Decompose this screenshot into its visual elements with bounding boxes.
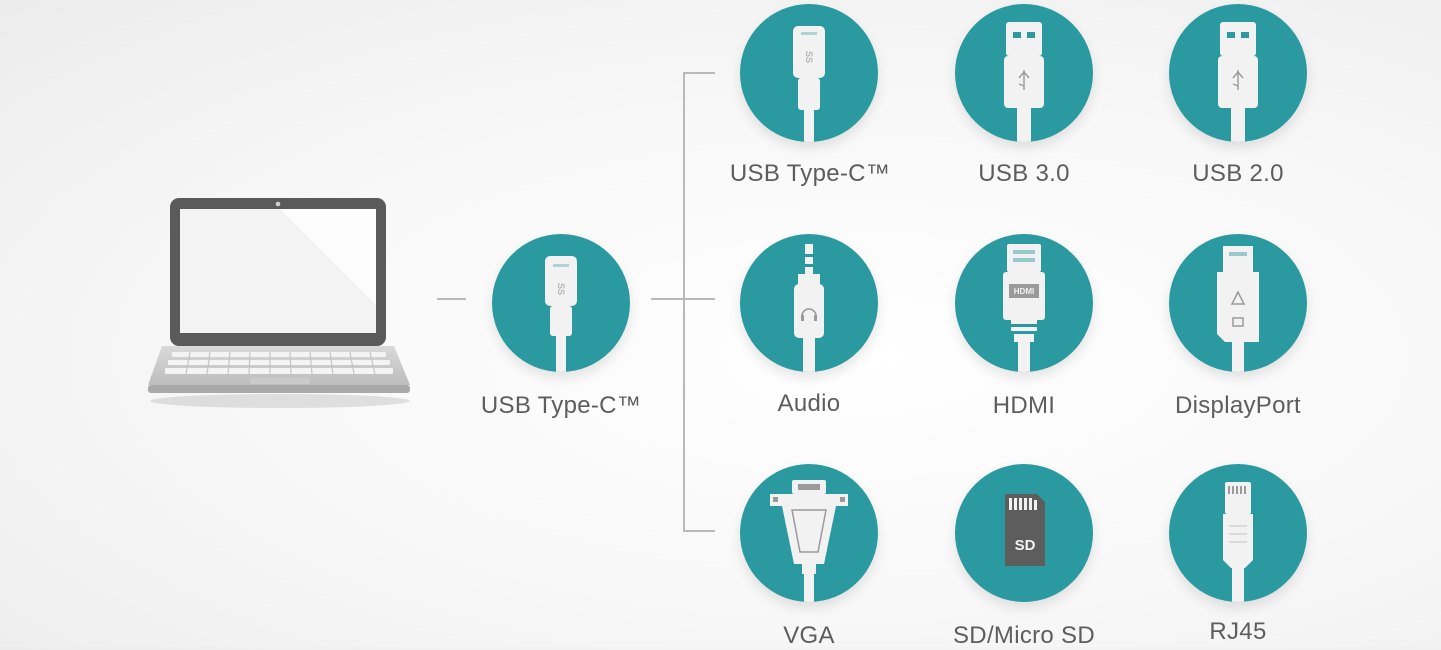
port-node-vga bbox=[740, 464, 878, 602]
source-usb-c-node: SS bbox=[492, 234, 630, 372]
port-node-rj45 bbox=[1169, 464, 1307, 602]
vga-connector-icon bbox=[770, 480, 848, 602]
port-node-sd: SD bbox=[955, 464, 1093, 602]
port-node-usb2 bbox=[1169, 4, 1307, 142]
port-node-displayport bbox=[1169, 234, 1307, 372]
bus-vertical-line bbox=[683, 72, 685, 532]
port-node-usb-c: SS bbox=[740, 4, 878, 142]
port-label-audio: Audio bbox=[777, 390, 841, 417]
usb-c-connector-icon: SS bbox=[545, 256, 577, 372]
link-laptop-to-adapter bbox=[437, 298, 466, 300]
usb-a-connector-icon bbox=[1004, 22, 1044, 142]
port-node-audio bbox=[740, 234, 878, 372]
usb-c-connector-icon: SS bbox=[793, 26, 825, 142]
hdmi-connector-icon: HDMI bbox=[1003, 244, 1045, 372]
port-label-usb2: USB 2.0 bbox=[1192, 160, 1284, 187]
hdmi-connector-text: HDMI bbox=[1014, 287, 1034, 296]
port-label-hdmi: HDMI bbox=[992, 392, 1056, 419]
displayport-connector-icon bbox=[1217, 246, 1259, 372]
port-node-hdmi: HDMI bbox=[955, 234, 1093, 372]
rj45-connector-icon bbox=[1223, 482, 1253, 602]
bus-branch-bottom bbox=[683, 530, 715, 532]
audio-jack-icon bbox=[794, 244, 824, 372]
svg-text:SS: SS bbox=[556, 283, 566, 295]
laptop-icon bbox=[148, 198, 410, 408]
port-node-usb3 bbox=[955, 4, 1093, 142]
port-label-usb3: USB 3.0 bbox=[978, 160, 1070, 187]
bus-branch-top bbox=[683, 72, 715, 74]
port-label-rj45: RJ45 bbox=[1209, 618, 1267, 645]
port-label-usb-c: USB Type-C™ bbox=[729, 160, 891, 187]
source-label: USB Type-C™ bbox=[480, 392, 642, 419]
sd-card-icon: SD bbox=[1005, 494, 1045, 566]
port-label-displayport: DisplayPort bbox=[1174, 392, 1301, 419]
port-label-sd: SD/Micro SD bbox=[953, 622, 1095, 649]
sd-card-text: SD bbox=[1015, 537, 1036, 554]
svg-text:SS: SS bbox=[804, 51, 814, 63]
usb-a-connector-icon bbox=[1218, 22, 1258, 142]
port-label-vga: VGA bbox=[783, 622, 835, 649]
